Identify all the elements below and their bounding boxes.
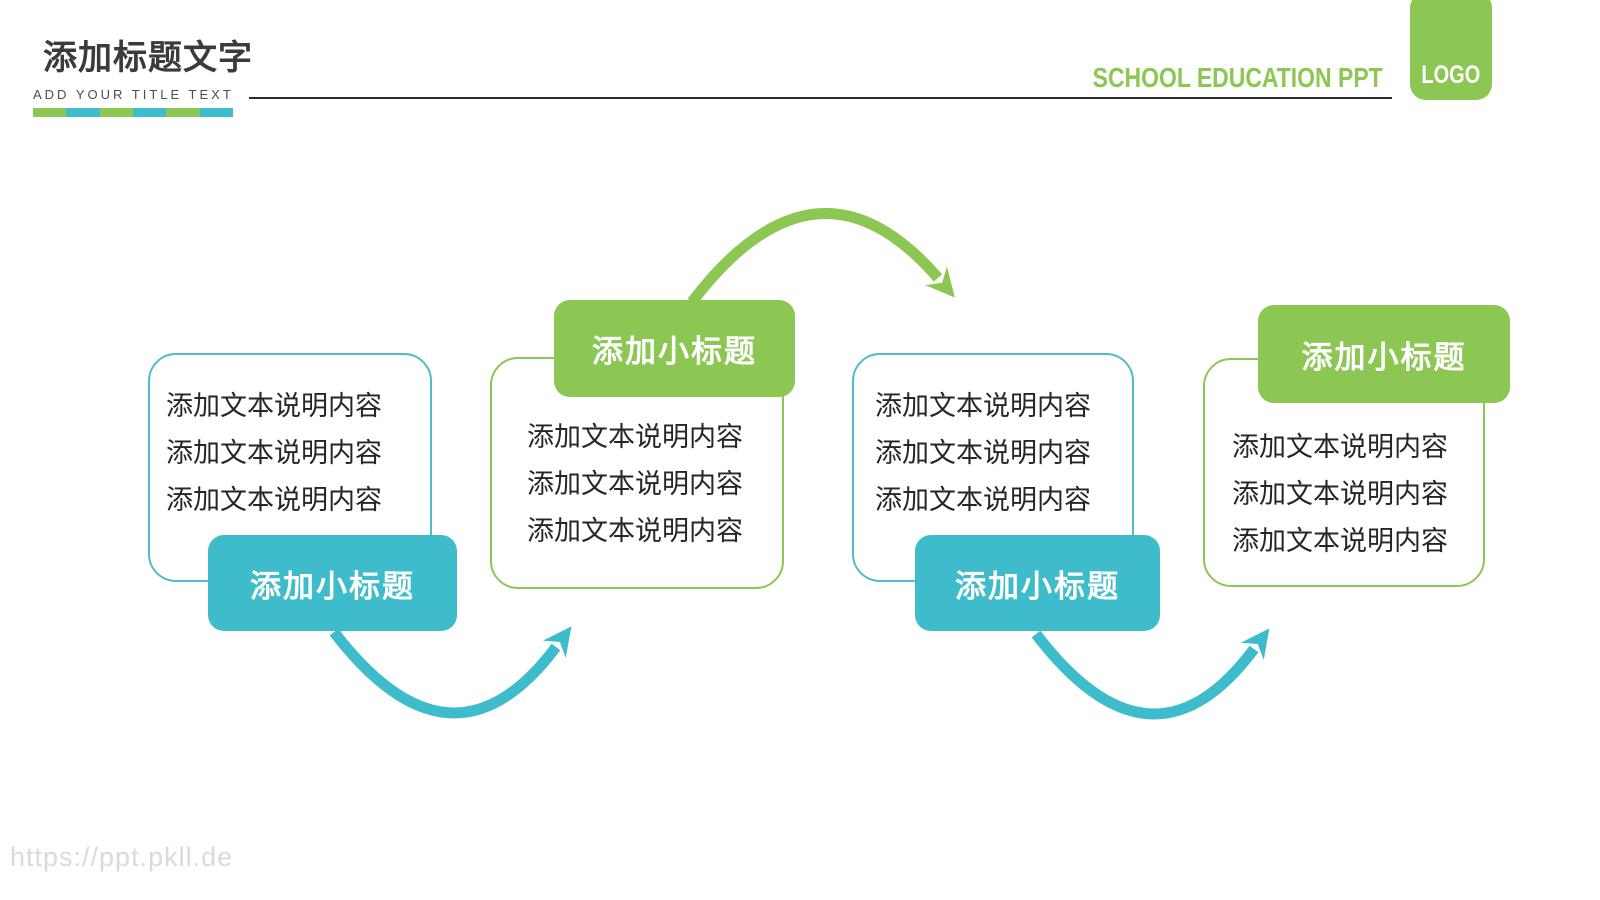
text-line: 添加文本说明内容: [527, 516, 743, 546]
arc-bottom-teal-arrow-2: [1031, 628, 1270, 720]
subtitle-badge-2-label: 添加小标题: [592, 334, 757, 369]
arc-bottom-teal-arrow-1: [329, 626, 572, 719]
content-card-4-text: 添加文本说明内容 添加文本说明内容 添加文本说明内容: [1232, 424, 1448, 565]
logo-badge: LOGO: [1410, 0, 1492, 100]
text-line: 添加文本说明内容: [527, 422, 743, 452]
content-card-1-text: 添加文本说明内容 添加文本说明内容 添加文本说明内容: [166, 383, 382, 524]
text-line: 添加文本说明内容: [875, 485, 1091, 515]
text-line: 添加文本说明内容: [166, 485, 382, 515]
underline-segment: [99, 108, 133, 117]
text-line: 添加文本说明内容: [1232, 526, 1448, 556]
underline-segment: [132, 108, 167, 117]
page-title: 添加标题文字: [43, 39, 253, 77]
title-block: 添加标题文字 ADD YOUR TITLE TEXT: [33, 30, 253, 102]
logo-label: LOGO: [1421, 61, 1481, 89]
underline-segment: [33, 108, 67, 117]
text-line: 添加文本说明内容: [166, 438, 382, 468]
text-line: 添加文本说明内容: [875, 391, 1091, 421]
content-card-3-text: 添加文本说明内容 添加文本说明内容 添加文本说明内容: [875, 383, 1091, 524]
text-line: 添加文本说明内容: [527, 469, 743, 499]
subtitle-badge-1: 添加小标题: [208, 535, 457, 631]
brand-text: SCHOOL EDUCATION PPT: [1093, 62, 1383, 93]
content-card-2-text: 添加文本说明内容 添加文本说明内容 添加文本说明内容: [527, 414, 743, 555]
subtitle-badge-4: 添加小标题: [1258, 305, 1510, 403]
subtitle-badge-3-label: 添加小标题: [955, 568, 1120, 604]
underline-segment: [166, 108, 200, 117]
watermark-url: https://ppt.pkll.de: [10, 842, 234, 872]
text-line: 添加文本说明内容: [1232, 432, 1448, 462]
arch-top-green-arrow: [687, 208, 955, 306]
text-line: 添加文本说明内容: [875, 438, 1091, 468]
header-divider-line: [249, 97, 1392, 99]
page-subtitle: ADD YOUR TITLE TEXT: [33, 87, 234, 102]
text-line: 添加文本说明内容: [1232, 479, 1448, 509]
subtitle-badge-4-label: 添加小标题: [1301, 339, 1467, 375]
subtitle-badge-3: 添加小标题: [915, 535, 1160, 631]
text-line: 添加文本说明内容: [166, 391, 382, 421]
underline-segment: [199, 108, 233, 117]
subtitle-badge-1-label: 添加小标题: [250, 568, 415, 604]
subtitle-badge-2: 添加小标题: [554, 300, 795, 397]
underline-segment: [66, 108, 100, 117]
title-underline-bar: [33, 108, 233, 117]
